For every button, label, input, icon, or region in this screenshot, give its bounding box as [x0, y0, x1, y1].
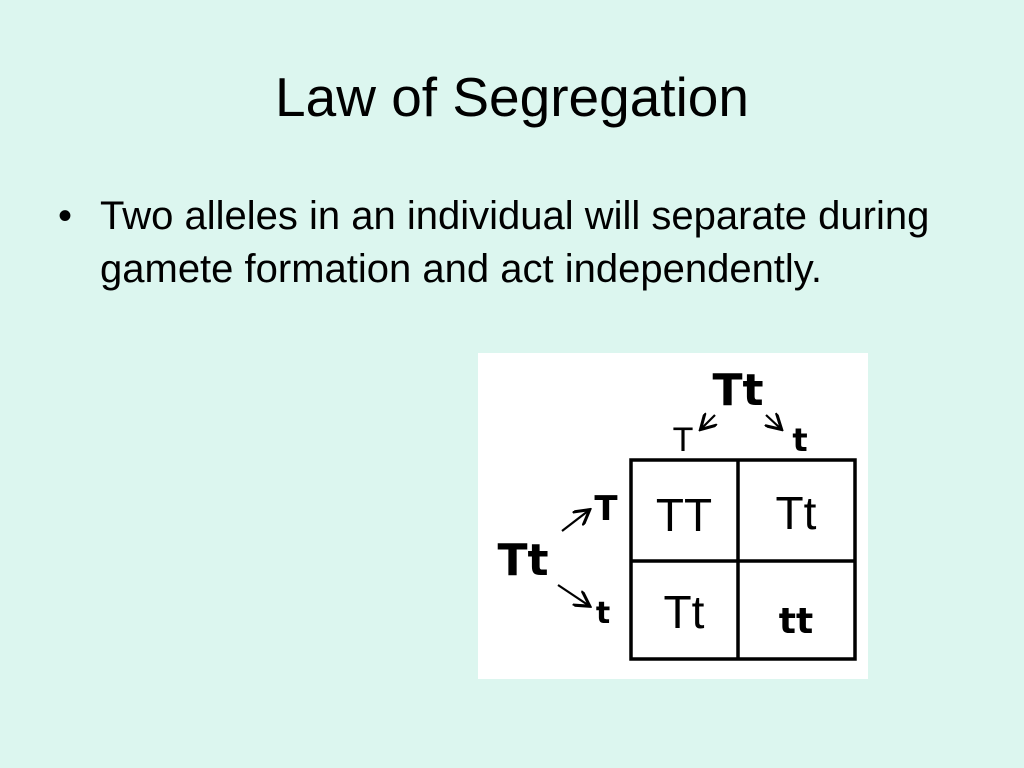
punnett-cell-r1c2: Tt [776, 487, 817, 539]
bullet-list: • Two alleles in an individual will sepa… [58, 190, 938, 296]
punnett-square-diagram: Tt T t Tt T t TT Tt Tt tt [478, 353, 868, 679]
top-right-arrow [766, 415, 780, 428]
punnett-cell-r2c1: Tt [664, 586, 705, 638]
left-gamete-recessive: t [596, 596, 610, 631]
punnett-square-svg: Tt T t Tt T t TT Tt Tt tt [497, 365, 857, 661]
left-lower-arrow [557, 584, 588, 605]
top-parent-genotype: Tt [712, 365, 763, 416]
left-upper-arrow [561, 511, 588, 532]
top-left-arrow [702, 415, 715, 428]
top-gamete-dominant: T [673, 421, 694, 459]
top-gamete-recessive: t [792, 421, 807, 459]
left-parent-genotype: Tt [497, 535, 548, 586]
bullet-marker: • [58, 194, 73, 238]
bullet-item: • Two alleles in an individual will sepa… [58, 190, 938, 296]
bullet-text: Two alleles in an individual will separa… [100, 194, 930, 291]
punnett-cell-r2c2: tt [779, 601, 813, 642]
slide-title: Law of Segregation [275, 66, 749, 128]
punnett-cell-r1c1: TT [656, 489, 712, 541]
left-gamete-dominant: T [594, 489, 618, 529]
